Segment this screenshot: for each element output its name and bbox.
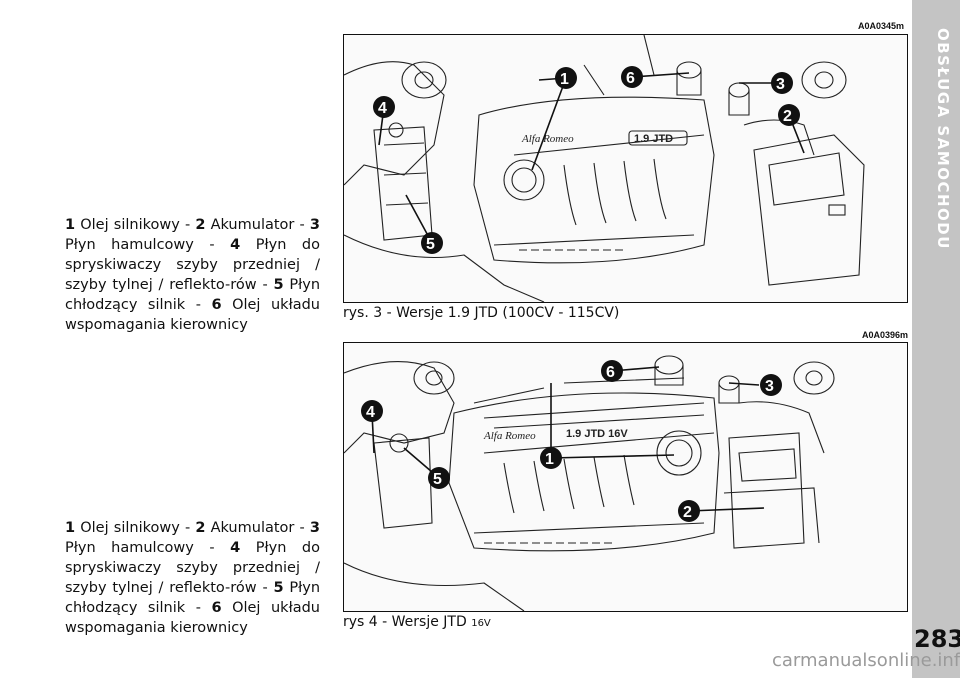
legend-text-5: Płyn chłodzący silnik - (65, 580, 321, 616)
legend-text-3: Płyn hamulcowy - (65, 540, 231, 556)
legend-text-6: Olej układu wspomagania kierownicy (65, 600, 320, 636)
svg-text:2: 2 (783, 108, 792, 125)
svg-text:5: 5 (426, 236, 435, 253)
figure-2-engine-bay: 1.9 JTD 16V Alfa Romeo 1 2 3 4 5 6 (343, 342, 908, 612)
legend-text-4: Płyn do spryskiwaczy szyby przedniej / s… (65, 540, 320, 596)
figure-1-callout-6: 6 (621, 66, 643, 88)
legend-text-5: Płyn chłodzący silnik - (65, 277, 321, 313)
legend-num-5: 5 (273, 580, 284, 596)
svg-text:1: 1 (560, 71, 569, 88)
svg-text:3: 3 (776, 76, 785, 93)
figure-1-callout-5: 5 (421, 232, 443, 254)
legend-caption-2: 1 Olej silnikowy - 2 Akumulator - 3 Płyn… (65, 518, 320, 638)
svg-text:1: 1 (545, 451, 554, 468)
section-title: OBSŁUGA SAMOCHODU (934, 28, 952, 250)
figure-1-engine-bay: 1.9 JTD Alfa Romeo 1 2 3 4 5 6 (343, 34, 908, 303)
figure-2-title: rys 4 - Wersje JTD 16V (343, 614, 491, 630)
figure-2-title-main: rys 4 - Wersje JTD (343, 614, 472, 630)
figure-2-callout-5: 5 (428, 467, 450, 489)
legend-num-2: 2 (195, 217, 206, 233)
legend-num-4: 4 (230, 540, 241, 556)
svg-text:2: 2 (683, 504, 692, 521)
legend-text-2: Akumulator - (205, 520, 310, 536)
legend-num-4: 4 (230, 237, 241, 253)
legend-num-3: 3 (309, 217, 320, 233)
legend-num-1: 1 (65, 217, 76, 233)
svg-text:4: 4 (366, 404, 375, 421)
legend-num-5: 5 (273, 277, 284, 293)
svg-text:6: 6 (606, 364, 615, 381)
legend-num-6: 6 (211, 297, 222, 313)
figure-1-callout-2: 2 (778, 104, 800, 126)
watermark: carmanualsonline.info (772, 650, 960, 671)
legend-text-4: Płyn do spryskiwaczy szyby przedniej / s… (65, 237, 320, 293)
legend-num-6: 6 (211, 600, 222, 616)
legend-text-6: Olej układu wspomagania kierownicy (65, 297, 320, 333)
figure-2-code: A0A0396m (862, 330, 909, 340)
legend-text-3: Płyn hamulcowy - (65, 237, 231, 253)
legend-num-2: 2 (195, 520, 206, 536)
figure-2-engine-label: 1.9 JTD 16V (566, 428, 628, 440)
legend-num-1: 1 (65, 520, 76, 536)
figure-1-engine-label: 1.9 JTD (634, 133, 673, 145)
svg-text:3: 3 (765, 378, 774, 395)
figure-2-brand: Alfa Romeo (483, 430, 536, 442)
svg-text:5: 5 (433, 471, 442, 488)
figure-2-callout-6: 6 (601, 360, 623, 382)
figure-1-callout-3: 3 (771, 72, 793, 94)
figure-2-callout-4: 4 (361, 400, 383, 422)
legend-text-1: Olej silnikowy - (75, 520, 196, 536)
legend-caption-1: 1 Olej silnikowy - 2 Akumulator - 3 Płyn… (65, 215, 320, 335)
figure-2-callout-1: 1 (540, 447, 562, 469)
svg-text:6: 6 (626, 70, 635, 87)
legend-num-3: 3 (309, 520, 320, 536)
figure-2-callout-3: 3 (760, 374, 782, 396)
figure-1-brand: Alfa Romeo (521, 133, 574, 145)
section-side-tab (912, 0, 960, 678)
legend-text-2: Akumulator - (205, 217, 310, 233)
legend-text-1: Olej silnikowy - (75, 217, 196, 233)
figure-1-title: rys. 3 - Wersje 1.9 JTD (100CV - 115CV) (343, 305, 620, 321)
figure-1-callout-1: 1 (555, 67, 577, 89)
figure-2-callout-2: 2 (678, 500, 700, 522)
figure-2-title-small: 16V (471, 618, 491, 629)
figure-1-code: A0A0345m (858, 21, 905, 31)
page-number: 283 (914, 625, 960, 653)
figure-1-callout-4: 4 (373, 96, 395, 118)
svg-text:4: 4 (378, 100, 387, 117)
